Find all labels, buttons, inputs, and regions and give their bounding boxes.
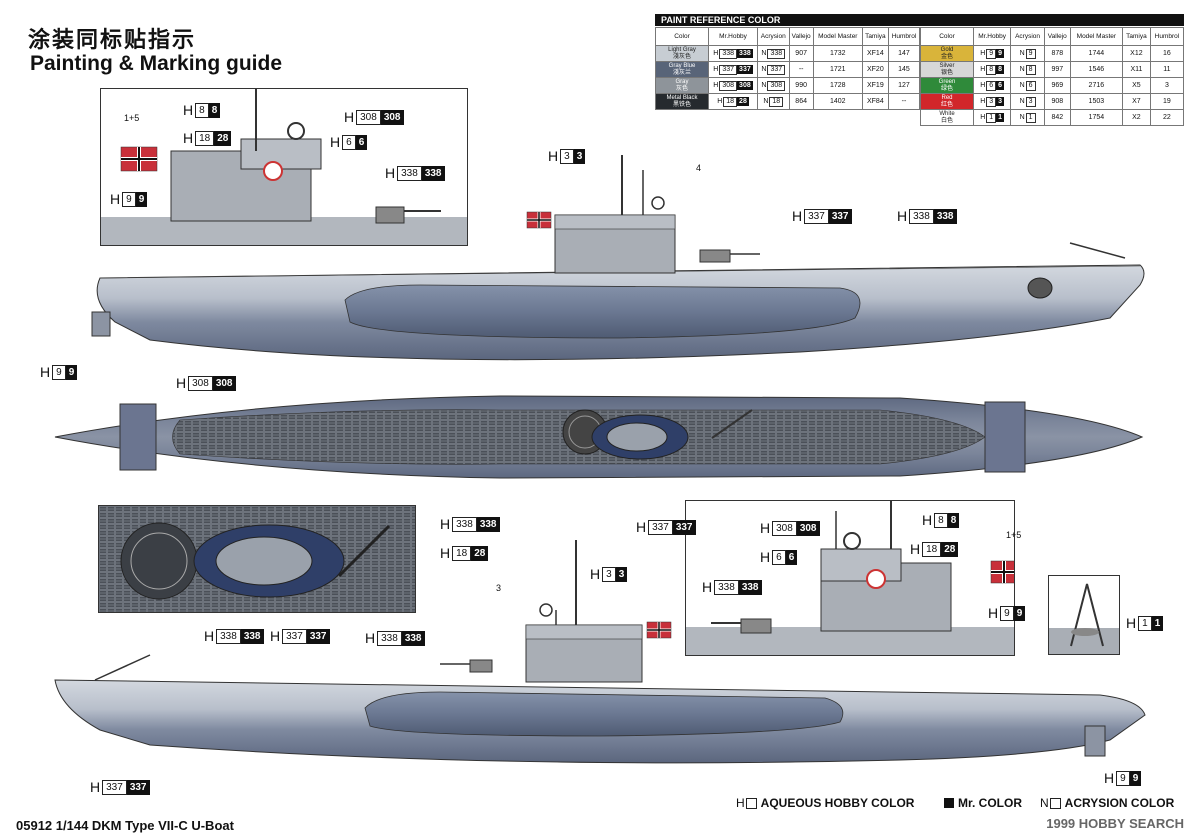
paint-mm: 1754: [1069, 109, 1123, 126]
top-view: [54, 395, 1144, 479]
title-chinese: 涂装同标贴指示: [28, 28, 197, 53]
product-title: 05912 1/144 DKM Type VII-C U-Boat: [16, 818, 234, 833]
decal-number: 3: [496, 583, 502, 593]
inset-tower-lower: [685, 500, 1015, 656]
decal-number: 1+5: [1006, 530, 1022, 540]
paint-humbrol: 127: [887, 77, 921, 94]
inset-deck-detail: [98, 505, 416, 613]
decal-number: 1+5: [124, 113, 140, 123]
paint-humbrol: 22: [1149, 109, 1185, 126]
title-english: Painting & Marking guide: [30, 52, 283, 75]
paint-tamiya: XF84: [861, 93, 889, 110]
paint-vallejo: 864: [788, 93, 814, 110]
paint-table-header: PAINT REFERENCE COLOR: [655, 14, 1184, 26]
paint-column-header: Acrysion: [757, 27, 790, 46]
side-view-upper: [91, 155, 1145, 361]
paint-tamiya: X2: [1121, 109, 1151, 126]
side-view-lower: [54, 540, 1146, 764]
decal-number: 4: [696, 163, 702, 173]
paint-humbrol: --: [887, 93, 921, 110]
inset-rail-detail: [1048, 575, 1120, 655]
legend-mr-color: Mr. COLOR: [944, 796, 1022, 810]
watermark: 1999 HOBBY SEARCH: [1046, 816, 1184, 831]
